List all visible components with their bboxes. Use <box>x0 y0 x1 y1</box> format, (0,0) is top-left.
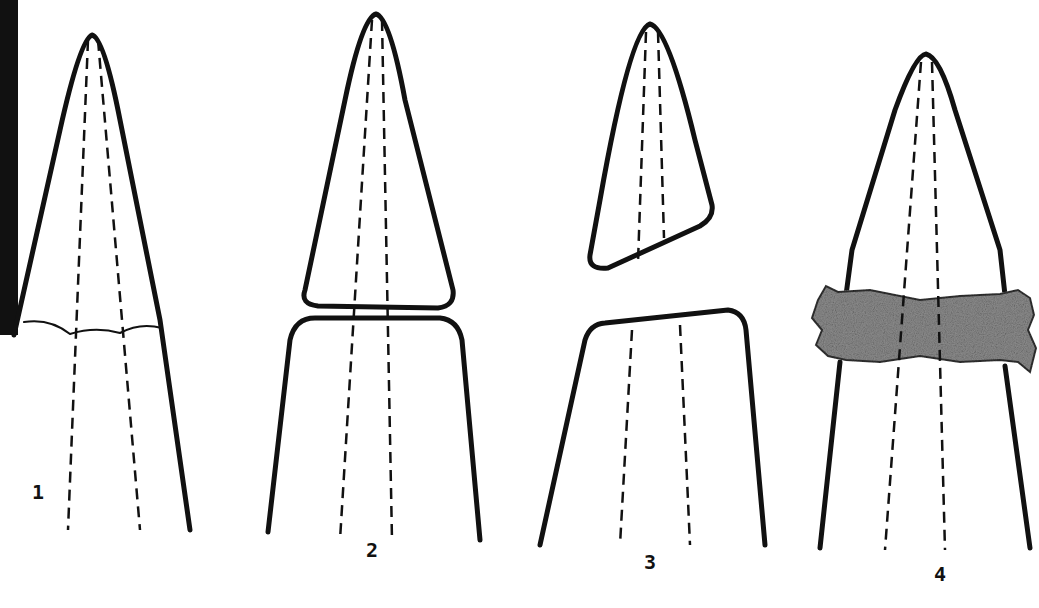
callout-number: 3 <box>644 552 656 572</box>
root-fragment <box>268 318 480 540</box>
root-fragment <box>590 24 712 268</box>
callout-number: 2 <box>366 540 378 560</box>
root-fragment <box>1005 366 1030 548</box>
root-fragment <box>540 310 765 545</box>
root-fragment <box>304 14 453 308</box>
scan-edge <box>0 0 18 335</box>
fibrous-tissue <box>812 286 1036 372</box>
root-outline <box>14 35 190 530</box>
callout-number: 1 <box>32 482 44 502</box>
root-fragment <box>820 362 840 548</box>
root-fragment <box>846 54 1005 295</box>
root-canal <box>68 20 945 550</box>
callout-number: 4 <box>934 564 946 584</box>
fracture-line <box>24 321 162 334</box>
